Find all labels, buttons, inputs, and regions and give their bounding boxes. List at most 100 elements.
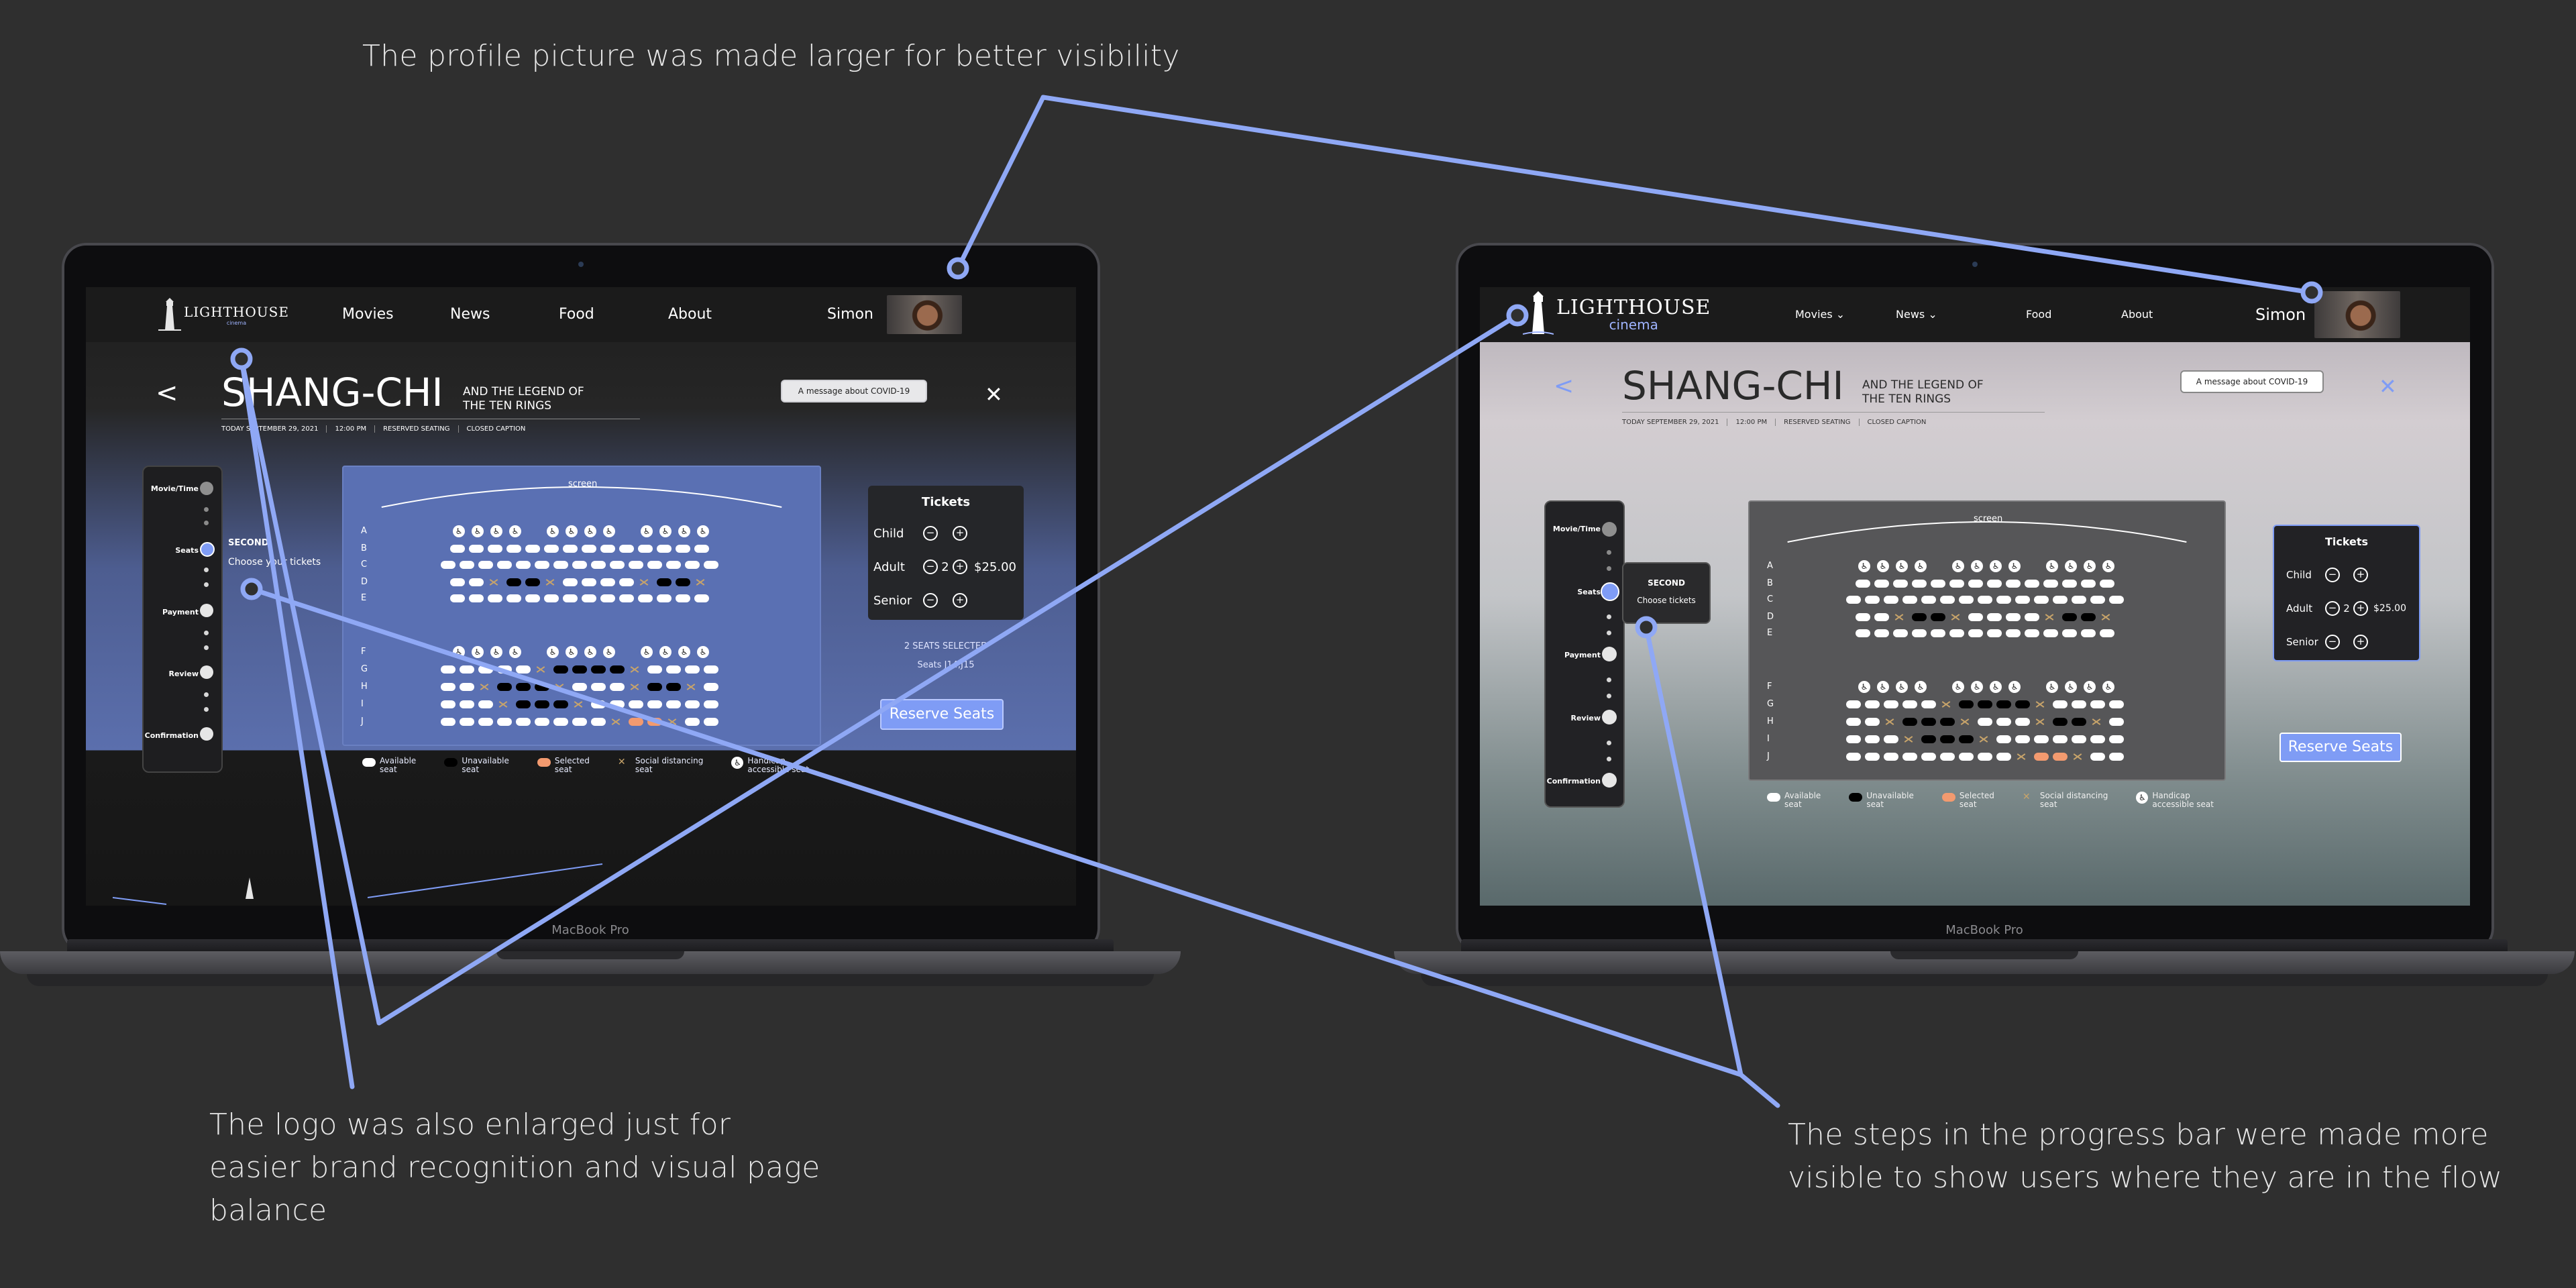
available-seat[interactable] [460, 665, 474, 674]
step-confirmation[interactable]: Confirmation [1546, 777, 1601, 786]
available-seat[interactable] [2043, 580, 2058, 588]
handicap-seat[interactable]: ♿ [2084, 560, 2096, 572]
reserve-seats-button[interactable]: Reserve Seats [2279, 733, 2402, 762]
available-seat[interactable] [2015, 735, 2030, 743]
available-seat[interactable] [582, 578, 596, 586]
child-minus-button[interactable]: − [923, 526, 938, 541]
available-seat[interactable] [629, 700, 643, 708]
available-seat[interactable] [1874, 580, 1889, 588]
step-review[interactable]: Review [168, 669, 199, 678]
available-seat[interactable] [657, 545, 672, 553]
available-seat[interactable] [2090, 700, 2105, 708]
available-seat[interactable] [1921, 700, 1936, 708]
available-seat[interactable] [497, 718, 512, 726]
available-seat[interactable] [1884, 700, 1898, 708]
available-seat[interactable] [2109, 753, 2124, 761]
nav-news[interactable]: News [450, 306, 490, 323]
available-seat[interactable] [1959, 753, 1974, 761]
handicap-seat[interactable]: ♿ [603, 525, 615, 537]
available-seat[interactable] [685, 718, 700, 726]
available-seat[interactable] [450, 578, 465, 586]
step-dot-seats[interactable] [200, 542, 215, 557]
available-seat[interactable] [666, 665, 681, 674]
handicap-seat[interactable]: ♿ [1990, 560, 2002, 572]
step-review[interactable]: Review [1570, 714, 1601, 722]
step-payment[interactable]: Payment [162, 608, 199, 616]
available-seat[interactable] [2043, 629, 2058, 637]
step-dot-movie-time[interactable] [1602, 522, 1617, 537]
available-seat[interactable] [460, 561, 474, 569]
available-seat[interactable] [1865, 596, 1880, 604]
step-dot-payment[interactable] [1602, 647, 1617, 661]
handicap-seat[interactable]: ♿ [490, 525, 502, 537]
available-seat[interactable] [1949, 580, 1964, 588]
available-seat[interactable] [460, 718, 474, 726]
handicap-seat[interactable]: ♿ [2046, 681, 2058, 693]
available-seat[interactable] [516, 718, 531, 726]
available-seat[interactable] [2025, 629, 2039, 637]
available-seat[interactable] [582, 545, 596, 553]
handicap-seat[interactable]: ♿ [641, 646, 653, 658]
available-seat[interactable] [553, 561, 568, 569]
available-seat[interactable] [563, 578, 578, 586]
available-seat[interactable] [676, 545, 690, 553]
available-seat[interactable] [572, 683, 587, 691]
available-seat[interactable] [2025, 580, 2039, 588]
handicap-seat[interactable]: ♿ [1896, 681, 1908, 693]
available-seat[interactable] [1949, 629, 1964, 637]
available-seat[interactable] [694, 594, 709, 602]
senior-plus-button[interactable]: + [953, 593, 967, 608]
available-seat[interactable] [1902, 753, 1917, 761]
available-seat[interactable] [1912, 580, 1927, 588]
brand-logo[interactable]: LIGHTHOUSE cinema [158, 297, 289, 333]
available-seat[interactable] [1968, 629, 1983, 637]
available-seat[interactable] [676, 594, 690, 602]
close-icon[interactable]: ✕ [2379, 374, 2397, 399]
handicap-seat[interactable]: ♿ [1915, 681, 1927, 693]
available-seat[interactable] [704, 665, 718, 674]
selected-seat[interactable] [2034, 753, 2049, 761]
available-seat[interactable] [441, 683, 455, 691]
step-movie-time[interactable]: Movie/Time [1552, 525, 1601, 533]
available-seat[interactable] [1978, 753, 1992, 761]
available-seat[interactable] [525, 545, 540, 553]
brand-logo[interactable]: LIGHTHOUSE cinema [1523, 290, 1711, 338]
available-seat[interactable] [1940, 753, 1955, 761]
nav-about[interactable]: About [2121, 308, 2153, 321]
available-seat[interactable] [2100, 580, 2114, 588]
available-seat[interactable] [488, 594, 502, 602]
nav-movies[interactable]: Movies [342, 306, 394, 323]
available-seat[interactable] [441, 718, 455, 726]
available-seat[interactable] [1987, 629, 2002, 637]
available-seat[interactable] [478, 561, 493, 569]
available-seat[interactable] [469, 545, 484, 553]
covid-message-button[interactable]: A message about COVID-19 [2180, 370, 2324, 393]
available-seat[interactable] [1959, 596, 1974, 604]
available-seat[interactable] [2109, 596, 2124, 604]
handicap-seat[interactable]: ♿ [584, 525, 596, 537]
available-seat[interactable] [1874, 629, 1889, 637]
available-seat[interactable] [1940, 596, 1955, 604]
available-seat[interactable] [2081, 580, 2096, 588]
available-seat[interactable] [535, 718, 549, 726]
available-seat[interactable] [1846, 735, 1861, 743]
step-dot-confirmation[interactable] [1602, 773, 1617, 788]
step-confirmation[interactable]: Confirmation [144, 731, 199, 740]
handicap-seat[interactable]: ♿ [1971, 560, 1983, 572]
avatar[interactable] [2314, 291, 2400, 338]
handicap-seat[interactable]: ♿ [547, 646, 559, 658]
available-seat[interactable] [1978, 718, 1992, 726]
available-seat[interactable] [2034, 596, 2049, 604]
available-seat[interactable] [1996, 596, 2011, 604]
available-seat[interactable] [2006, 580, 2021, 588]
available-seat[interactable] [1846, 718, 1861, 726]
available-seat[interactable] [1865, 753, 1880, 761]
handicap-seat[interactable]: ♿ [1952, 560, 1964, 572]
available-seat[interactable] [572, 718, 587, 726]
handicap-seat[interactable]: ♿ [509, 646, 521, 658]
available-seat[interactable] [600, 545, 615, 553]
available-seat[interactable] [694, 545, 709, 553]
available-seat[interactable] [1987, 580, 2002, 588]
user-name[interactable]: Simon [827, 306, 873, 323]
handicap-seat[interactable]: ♿ [2102, 560, 2114, 572]
